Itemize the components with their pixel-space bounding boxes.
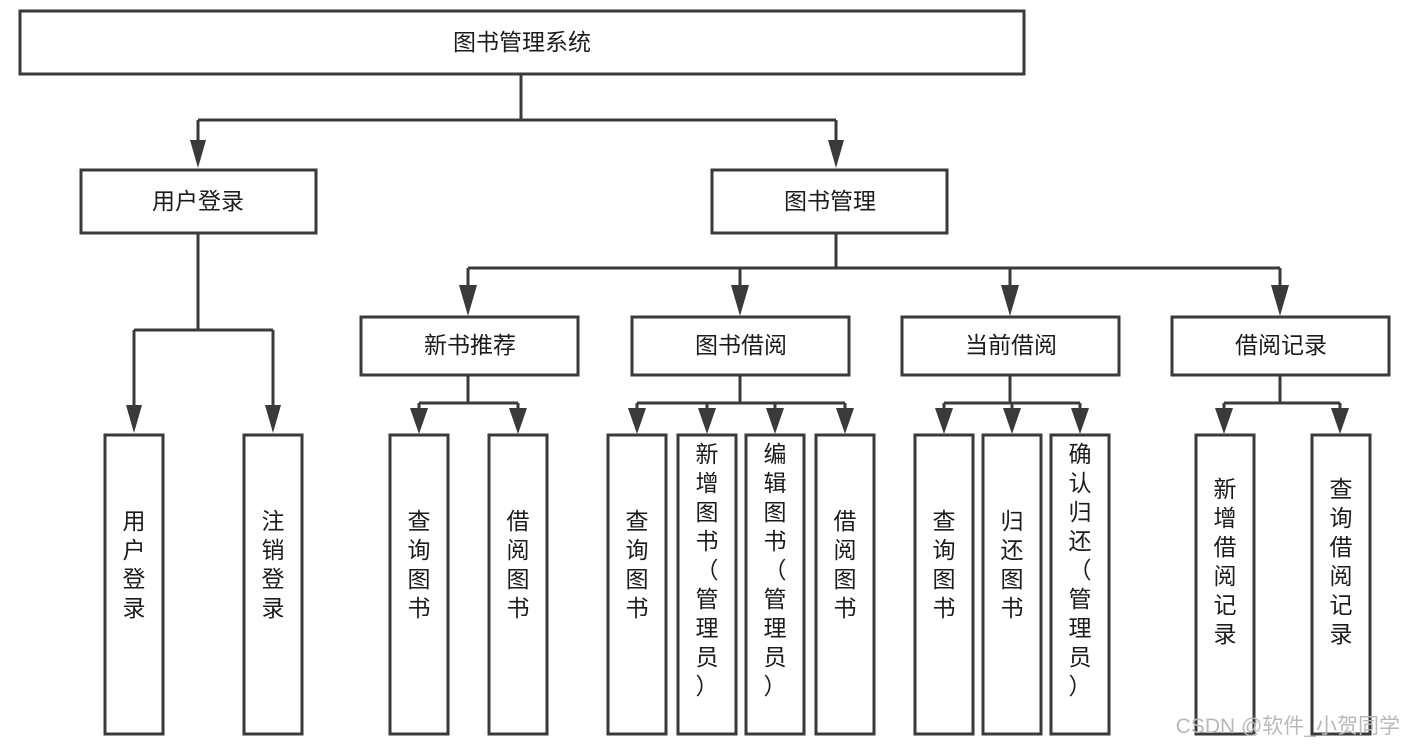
leaf-current-borrow-2[interactable]: 确认归还（管理员）: [1049, 433, 1111, 736]
node-user-login-box: [79, 168, 318, 235]
node-root-system-label: 图书管理系统: [453, 29, 591, 55]
node-new-book-recommend-box: [359, 315, 580, 377]
leaf-new-book-recommend-0-label: 查询图书: [408, 508, 431, 621]
arrow-new-book-leaf-2: [509, 408, 527, 434]
arrow-borrow-record-leaf-2: [1331, 408, 1349, 434]
leaf-current-borrow-1[interactable]: 归还图书: [981, 433, 1043, 736]
arrow-current-borrow-leaf-2: [1003, 408, 1021, 434]
arrow-book-borrow-leaf-1: [628, 408, 646, 434]
leaf-new-book-recommend-1-box: [487, 433, 549, 736]
leaf-borrow-record-1-box: [1310, 433, 1372, 736]
node-book-borrow[interactable]: 图书借阅: [630, 315, 851, 377]
node-user-login-label: 用户登录: [152, 188, 244, 214]
leaf-book-borrow-3-label: 借阅图书: [834, 508, 857, 621]
node-current-borrow[interactable]: 当前借阅: [900, 315, 1121, 377]
leaf-current-borrow-0-box: [913, 433, 975, 736]
leaf-user-login-0-box: [103, 433, 165, 736]
node-current-borrow-label: 当前借阅: [965, 332, 1057, 358]
node-root-system-box: [18, 9, 1026, 76]
leaf-book-borrow-3[interactable]: 借阅图书: [814, 433, 876, 736]
arrow-user-login-leaf-2: [265, 405, 281, 433]
arrow-user-login-leaf-1: [126, 405, 142, 433]
node-borrow-record-box: [1170, 315, 1391, 377]
arrow-book-borrow-leaf-4: [836, 408, 854, 434]
node-current-borrow-box: [900, 315, 1121, 377]
arrow-current-borrow-leaf-1: [935, 408, 953, 434]
leaf-current-borrow-0-label: 查询图书: [933, 508, 956, 621]
leaf-new-book-recommend-0-box: [388, 433, 450, 736]
node-new-book-recommend[interactable]: 新书推荐: [359, 315, 580, 377]
leaf-borrow-record-1-label: 查询借阅记录: [1330, 476, 1353, 647]
arrow-new-book-leaf-1: [410, 408, 428, 434]
node-book-management-label: 图书管理: [784, 188, 876, 214]
leaf-new-book-recommend-1-label: 借阅图书: [507, 508, 530, 621]
leaf-book-borrow-0[interactable]: 查询图书: [606, 433, 668, 736]
leaf-book-borrow-0-box: [606, 433, 668, 736]
leaf-borrow-record-0-box: [1194, 433, 1256, 736]
arrow-book-mgmt-child-2: [731, 285, 749, 316]
leaf-borrow-record-1[interactable]: 查询借阅记录: [1310, 433, 1372, 736]
csdn-watermark: CSDN @软件_小贺同学: [1176, 715, 1400, 738]
arrow-book-borrow-leaf-2: [698, 408, 716, 434]
leaf-book-borrow-1[interactable]: 新增图书（管理员）: [676, 433, 738, 736]
leaf-user-login-1-box: [242, 433, 304, 736]
node-book-management-box: [710, 168, 949, 235]
node-new-book-recommend-label: 新书推荐: [424, 332, 516, 358]
arrow-root-to-user-login: [190, 140, 206, 168]
node-book-borrow-label: 图书借阅: [695, 332, 787, 358]
leaf-book-borrow-2[interactable]: 编辑图书（管理员）: [744, 433, 806, 736]
leaf-new-book-recommend-1[interactable]: 借阅图书: [487, 433, 549, 736]
leaf-user-login-0[interactable]: 用户登录: [103, 433, 165, 736]
leaf-current-borrow-2-label: 确认归还（管理员）: [1069, 441, 1092, 699]
leaf-current-borrow-0[interactable]: 查询图书: [913, 433, 975, 736]
node-borrow-record[interactable]: 借阅记录: [1170, 315, 1391, 377]
leaf-user-login-0-label: 用户登录: [123, 508, 146, 621]
arrow-book-mgmt-child-4: [1271, 285, 1289, 316]
leaf-book-borrow-2-label: 编辑图书（管理员）: [764, 441, 787, 699]
node-root-system[interactable]: 图书管理系统: [18, 9, 1026, 76]
leaf-current-borrow-1-box: [981, 433, 1043, 736]
arrow-borrow-record-leaf-1: [1215, 408, 1233, 434]
arrow-current-borrow-leaf-3: [1071, 408, 1089, 434]
leaf-user-login-1[interactable]: 注销登录: [242, 433, 304, 736]
leaf-book-borrow-2-box: [744, 433, 806, 736]
leaf-current-borrow-1-label: 归还图书: [1001, 508, 1024, 621]
arrow-book-mgmt-child-1: [459, 285, 477, 316]
leaf-borrow-record-0[interactable]: 新增借阅记录: [1194, 433, 1256, 736]
connector-group: [126, 74, 1349, 434]
leaf-new-book-recommend-0[interactable]: 查询图书: [388, 433, 450, 736]
leaf-current-borrow-2-box: [1049, 433, 1111, 736]
leaf-book-borrow-0-label: 查询图书: [626, 508, 649, 621]
leaf-book-borrow-3-box: [814, 433, 876, 736]
leaf-user-login-1-label: 注销登录: [262, 508, 285, 621]
arrow-book-borrow-leaf-3: [766, 408, 784, 434]
arrow-root-to-book-mgmt: [828, 140, 844, 168]
node-book-borrow-box: [630, 315, 851, 377]
arrow-book-mgmt-child-3: [1001, 285, 1019, 316]
leaf-book-borrow-1-label: 新增图书（管理员）: [696, 441, 719, 699]
leaf-borrow-record-0-label: 新增借阅记录: [1214, 476, 1237, 647]
leaf-book-borrow-1-box: [676, 433, 738, 736]
node-book-management[interactable]: 图书管理: [710, 168, 949, 235]
node-user-login[interactable]: 用户登录: [79, 168, 318, 235]
node-borrow-record-label: 借阅记录: [1235, 332, 1327, 358]
